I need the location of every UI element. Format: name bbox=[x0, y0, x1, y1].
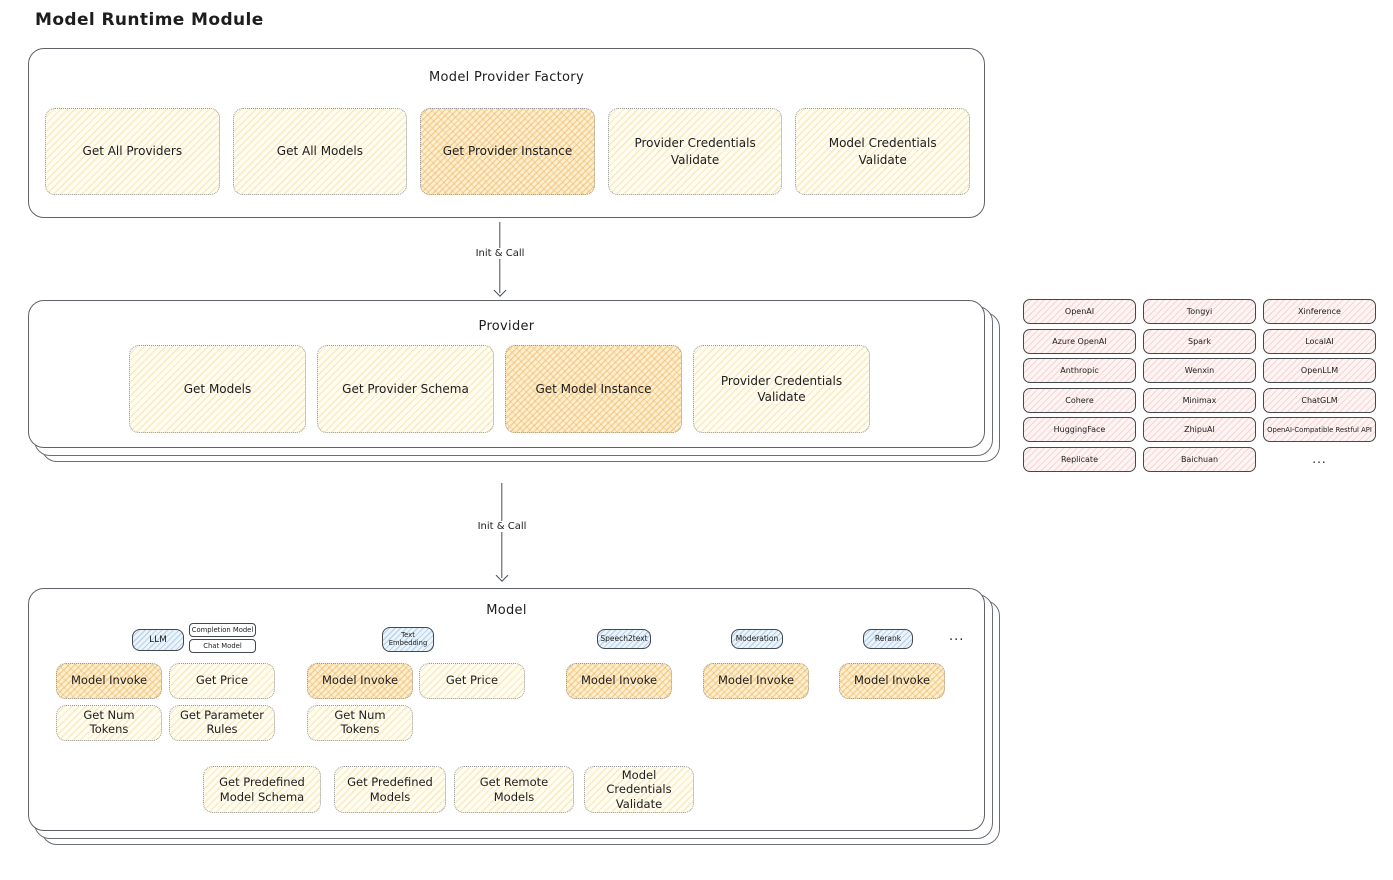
node-get-provider-schema: Get Provider Schema bbox=[317, 345, 494, 433]
arrow-head-icon bbox=[493, 284, 507, 297]
provider-chip-localai: LocalAI bbox=[1263, 328, 1376, 354]
node-get-provider-instance: Get Provider Instance bbox=[420, 108, 595, 195]
provider-chip-openai: OpenAI bbox=[1023, 299, 1136, 324]
tab-rerank: Rerank bbox=[863, 629, 913, 649]
node-get-all-models: Get All Models bbox=[232, 108, 408, 195]
provider-chip-tongyi: Tongyi bbox=[1143, 299, 1256, 324]
node-model-invoke-llm: Model Invoke bbox=[56, 663, 162, 699]
page-title: Model Runtime Module bbox=[35, 10, 264, 30]
node-get-predefined-models: Get Predefined Models bbox=[334, 766, 446, 813]
node-model-invoke-embedding: Model Invoke bbox=[307, 663, 413, 699]
tab-chat-model: Chat Model bbox=[189, 639, 256, 653]
tab-moderation: Moderation bbox=[731, 629, 783, 649]
provider-chip-spark: Spark bbox=[1143, 328, 1256, 354]
provider-chip-azure-openai: Azure OpenAI bbox=[1023, 328, 1136, 354]
provider-buttons-row: Get Models Get Provider Schema Get Model… bbox=[129, 345, 870, 433]
node-get-num-tokens-llm: Get Num Tokens bbox=[56, 705, 162, 741]
model-title: Model bbox=[486, 603, 527, 618]
tab-llm: LLM bbox=[132, 629, 184, 651]
node-provider-credentials-validate-factory: Provider Credentials Validate bbox=[607, 108, 783, 195]
provider-title: Provider bbox=[478, 319, 535, 334]
provider-chip-huggingface: HuggingFace bbox=[1023, 417, 1136, 442]
node-get-price-embedding: Get Price bbox=[419, 663, 525, 699]
provider-chip-wenxin: Wenxin bbox=[1143, 358, 1256, 383]
provider-chip-openllm: OpenLLM bbox=[1263, 358, 1376, 383]
node-get-price-llm: Get Price bbox=[169, 663, 275, 699]
node-provider-credentials-validate: Provider Credentials Validate bbox=[693, 345, 870, 433]
node-model-invoke-speech2text: Model Invoke bbox=[566, 663, 672, 699]
arrow-label: Init & Call bbox=[471, 248, 529, 259]
node-model-credentials-validate: Model Credentials Validate bbox=[584, 766, 694, 813]
provider-chip-cohere: Cohere bbox=[1023, 387, 1136, 413]
arrow-provider-to-model: Init & Call bbox=[457, 483, 547, 582]
provider-chip-minimax: Minimax bbox=[1143, 387, 1256, 413]
node-model-invoke-moderation: Model Invoke bbox=[703, 663, 809, 699]
provider-chip-zhipuai: ZhipuAI bbox=[1143, 417, 1256, 442]
factory-title: Model Provider Factory bbox=[429, 70, 584, 85]
arrow-label: Init & Call bbox=[473, 521, 531, 532]
provider-chip-xinference: Xinference bbox=[1263, 299, 1376, 324]
node-get-models: Get Models bbox=[129, 345, 306, 433]
node-get-all-providers: Get All Providers bbox=[45, 108, 220, 195]
provider-chip-anthropic: Anthropic bbox=[1023, 358, 1136, 383]
tab-text-embedding: Text Embedding bbox=[382, 627, 434, 652]
node-model-credentials-validate-factory: Model Credentials Validate bbox=[795, 108, 970, 195]
arrow-head-icon bbox=[495, 569, 509, 582]
provider-chip-replicate: Replicate bbox=[1023, 446, 1136, 472]
node-get-parameter-rules: Get Parameter Rules bbox=[169, 705, 275, 741]
node-get-remote-models: Get Remote Models bbox=[454, 766, 574, 813]
node-get-model-instance: Get Model Instance bbox=[505, 345, 682, 433]
node-get-num-tokens-embedding: Get Num Tokens bbox=[307, 705, 413, 741]
arrow-factory-to-provider: Init & Call bbox=[455, 222, 545, 297]
model-card: Model LLM Completion Model Chat Model Te… bbox=[28, 588, 985, 831]
providers-grid: OpenAI Tongyi Xinference Azure OpenAI Sp… bbox=[1023, 299, 1376, 472]
node-get-predefined-model-schema: Get Predefined Model Schema bbox=[203, 766, 321, 813]
tabs-ellipsis: ... bbox=[949, 629, 965, 644]
factory-buttons-row: Get All Providers Get All Models Get Pro… bbox=[45, 108, 970, 195]
provider-chip-chatglm: ChatGLM bbox=[1263, 387, 1376, 413]
factory-card: Model Provider Factory Get All Providers… bbox=[28, 48, 985, 218]
node-model-invoke-rerank: Model Invoke bbox=[839, 663, 945, 699]
provider-chip-openai-compatible: OpenAI-Compatible Restful API bbox=[1263, 417, 1376, 442]
tab-speech2text: Speech2text bbox=[597, 629, 651, 649]
tab-completion-model: Completion Model bbox=[189, 623, 256, 637]
provider-chip-baichuan: Baichuan bbox=[1143, 446, 1256, 472]
providers-ellipsis: ... bbox=[1312, 452, 1327, 466]
provider-card: Provider Get Models Get Provider Schema … bbox=[28, 300, 985, 448]
